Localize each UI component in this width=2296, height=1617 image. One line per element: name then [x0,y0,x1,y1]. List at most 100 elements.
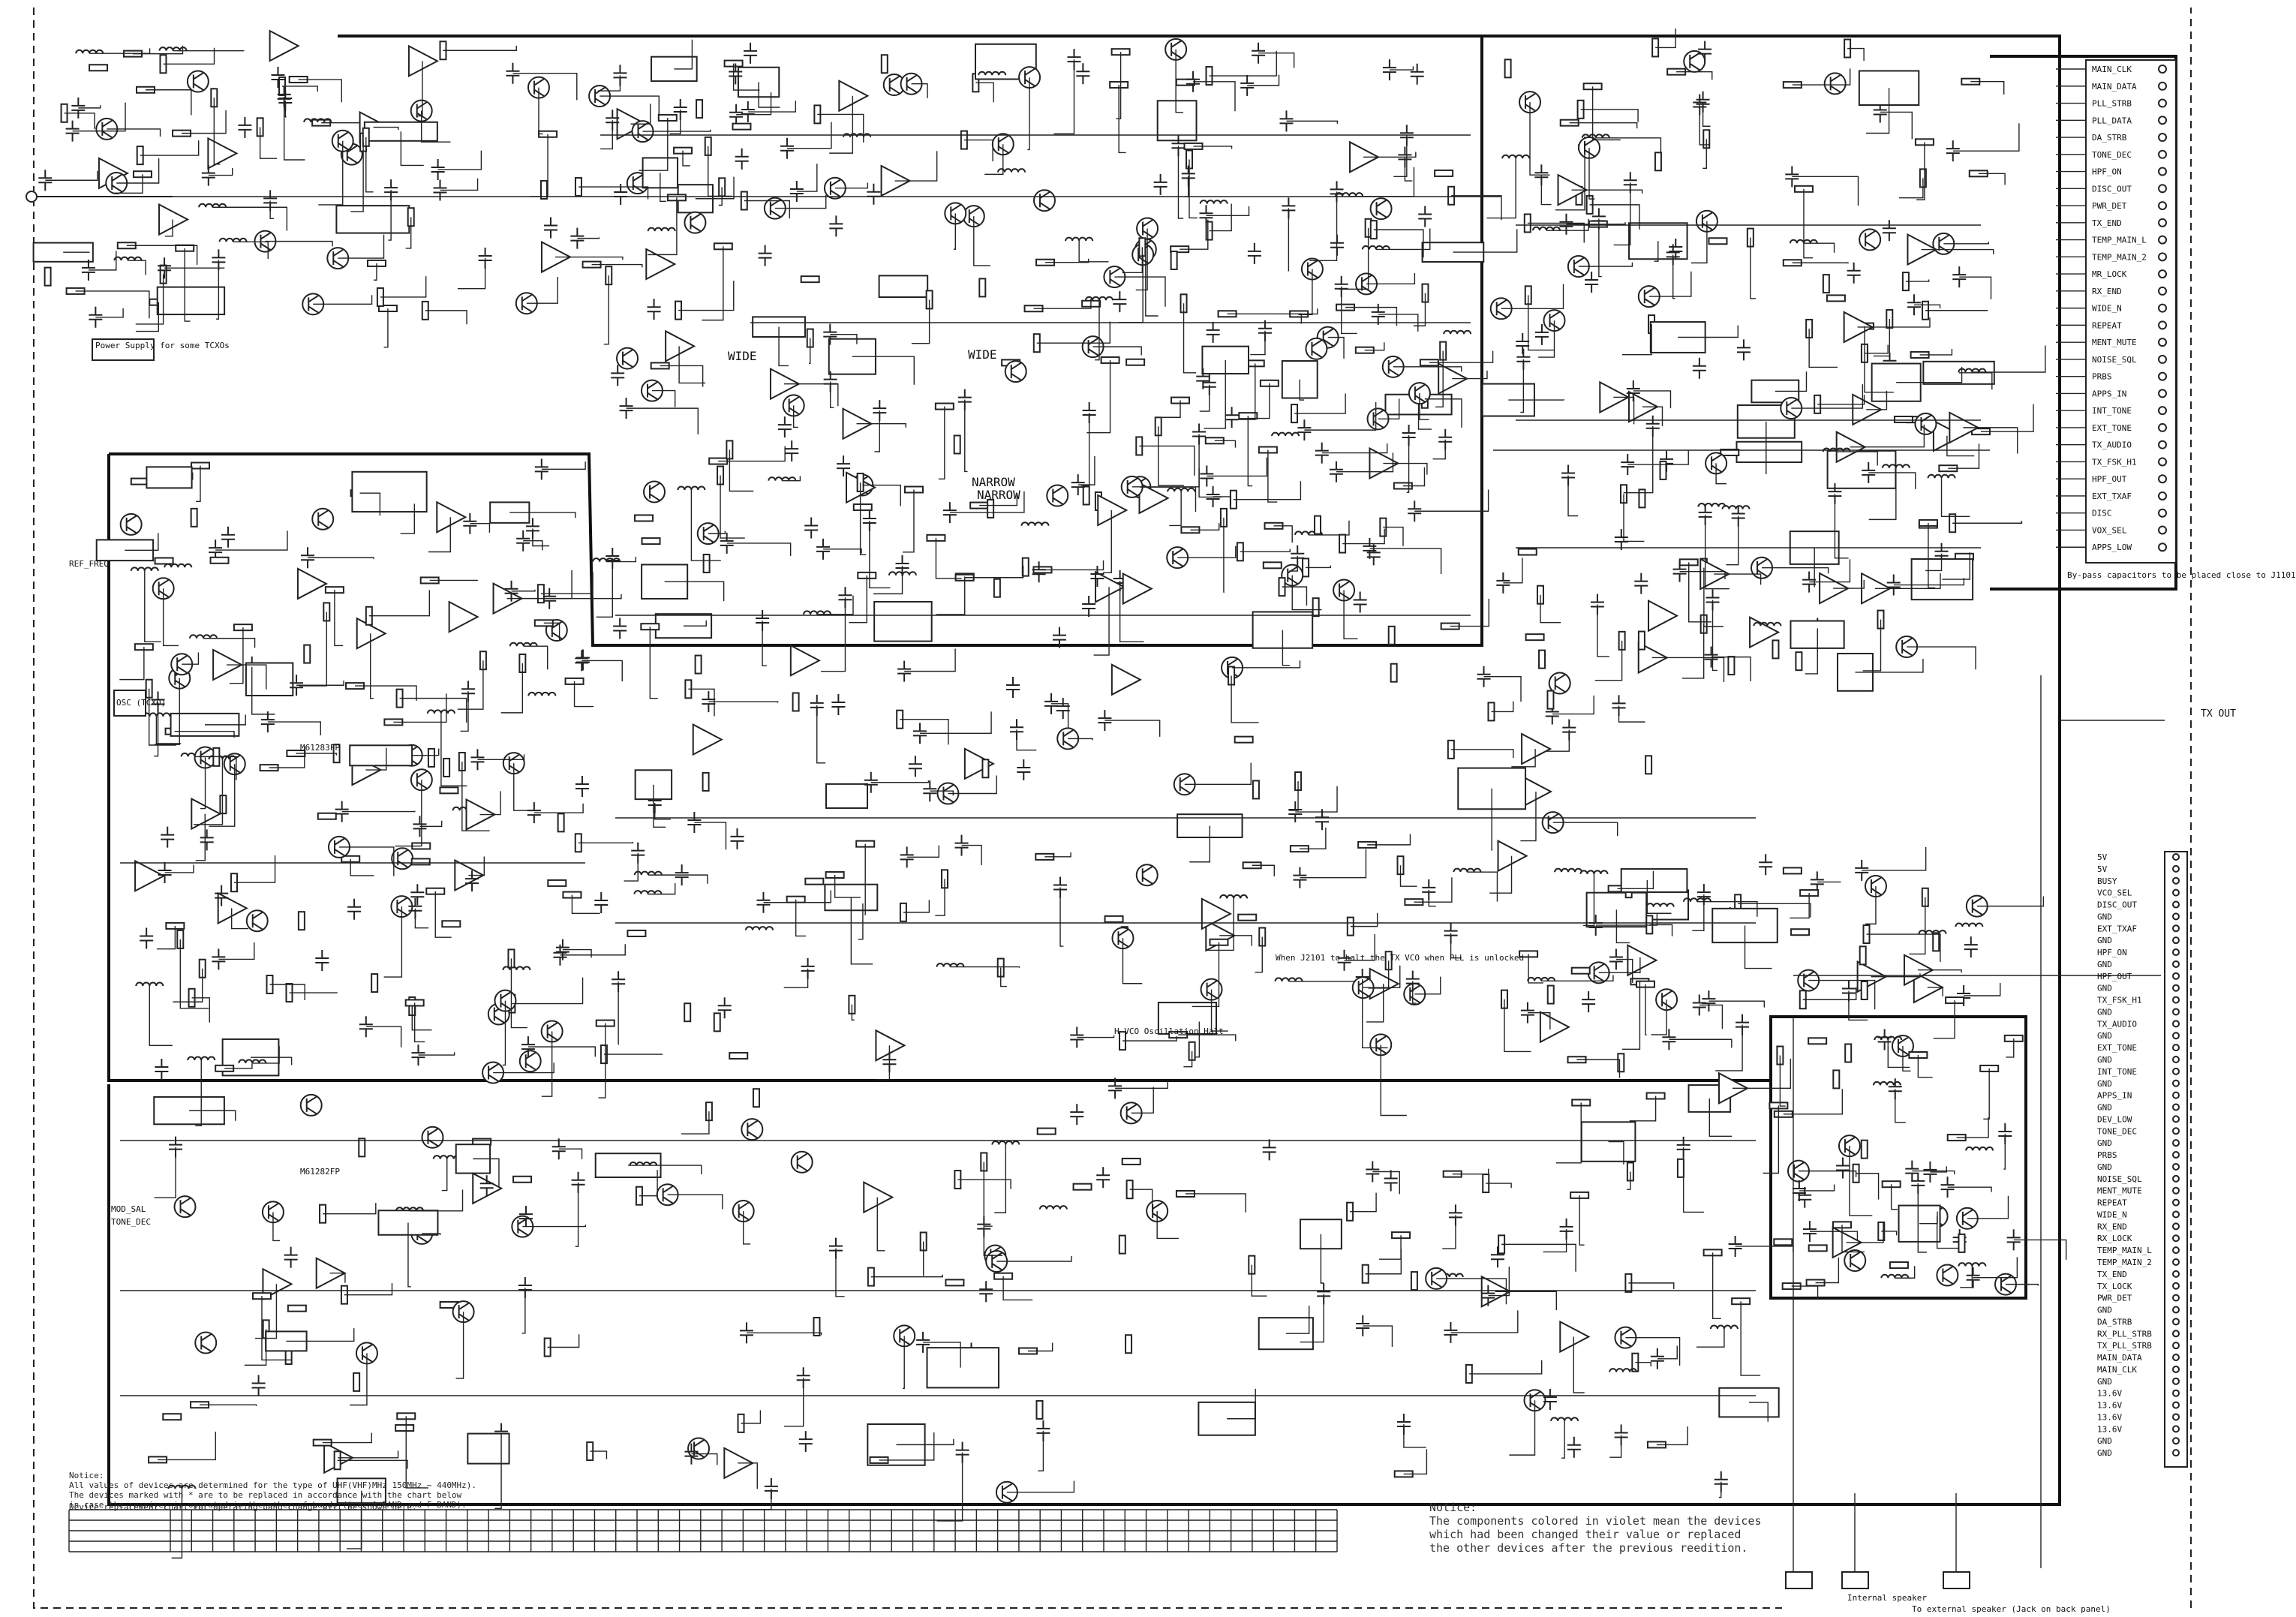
narrow-filter-label: NARROW [972,475,1015,489]
resistor [353,1372,361,1392]
transistor [194,1331,218,1354]
resistor [1525,633,1545,642]
resistor [1893,415,1913,423]
capacitor [1810,871,1824,893]
capacitor [1477,666,1491,687]
speaker-connectors: Internal speaker To external speaker (Ja… [1785,1571,2111,1614]
pin [2172,1067,2180,1075]
capacitor [730,828,744,849]
ic-block [335,205,410,234]
upper-main-frame [107,35,2061,1506]
resistor [303,644,311,664]
j1201-pin-label: GND [2097,984,2112,993]
pin [2158,389,2167,398]
capacitor [271,67,285,89]
resistor [190,507,198,527]
j1201-pin-label: TEMP_MAIN_2 [2097,1258,2152,1267]
transistor [421,1126,444,1149]
capacitor [1206,321,1220,343]
resistor [978,278,987,298]
capacitor [1692,994,1706,1016]
capacitor [1090,566,1104,588]
transistor [790,1150,813,1174]
capacitor [1017,759,1031,781]
pin [2172,924,2180,933]
inductor [1038,1205,1068,1210]
capacitor [594,892,609,914]
connector-pin-label: MENT_MUTE [2092,338,2137,347]
hvco-halt-label: H-VCO Oscillation Halt [1114,1026,1224,1036]
j1201-pin-label: WIDE_N [2097,1210,2127,1219]
connector-pin-label: TEMP_MAIN_L [2092,236,2147,245]
inductor [1219,894,1249,899]
capacitor [831,693,846,715]
pin [2172,1044,2180,1052]
pin [2158,371,2167,381]
inductor [1020,521,1050,526]
capacitor [1516,332,1530,354]
capacitor [1614,529,1628,551]
resistor [702,771,710,792]
bypass-note: By-pass capacitors to be placed close to… [2067,570,2296,580]
pin [2158,269,2167,279]
resistor [1538,649,1546,669]
transistor [684,211,707,234]
resistor [1314,515,1322,535]
resistor [729,1052,749,1060]
capacitor [1559,213,1573,235]
resistor [1822,274,1830,294]
capacitor [1082,595,1096,617]
capacitor [284,1246,298,1268]
resistor [410,858,431,866]
capacitor [1108,1077,1122,1099]
inductor [1531,226,1561,231]
capacitor [1153,173,1168,195]
j1201-pin-label: TX_AUDIO [2097,1019,2137,1029]
net-mod-sal: MOD_SAL [111,1204,146,1214]
capacitor [804,517,819,539]
resistor [641,537,661,546]
resistor [792,692,800,712]
capacitor [315,950,329,972]
capacitor [301,547,315,569]
pin [2158,338,2167,347]
inductor [142,712,171,717]
resistor [1720,448,1740,456]
resistor [1808,1244,1828,1252]
capacitor [71,97,86,119]
j1201-pin-label: MENT_MUTE [2097,1186,2142,1196]
inductor [991,1141,1020,1145]
capacitor [1032,561,1046,583]
resistor [1676,1158,1684,1178]
inductor [426,709,455,714]
j1201-pin-label: GND [2097,936,2112,945]
transistor [1046,484,1069,507]
ic-block [1580,1121,1636,1162]
capacitor [1113,291,1127,313]
capacitor [1356,1315,1370,1337]
capacitor [837,455,851,477]
net-ref-freq: REF_FREQ [69,559,109,569]
connector-pin-label: MR_LOCK [2092,269,2127,279]
pin [2158,201,2167,211]
pin [2172,936,2180,945]
osc-label: OSC (TCXO) [116,698,166,708]
resistor [804,877,825,885]
capacitor [155,1058,169,1080]
op-amp [1201,897,1232,930]
capacitor [729,104,744,125]
pin [2158,457,2167,467]
pin [2158,167,2167,176]
wire-layer [45,29,2165,1572]
transistor [1914,412,1937,435]
capacitor [1520,1002,1534,1023]
inductor [187,1056,216,1061]
capacitor [1855,859,1869,881]
capacitor [1444,1321,1458,1343]
ic-block [825,783,869,809]
inductor [1927,473,1956,479]
capacitor [1650,1348,1664,1369]
resistor [1659,460,1667,480]
connector-pin-label: TX_AUDIO [2092,440,2132,450]
capacitor [942,502,957,524]
